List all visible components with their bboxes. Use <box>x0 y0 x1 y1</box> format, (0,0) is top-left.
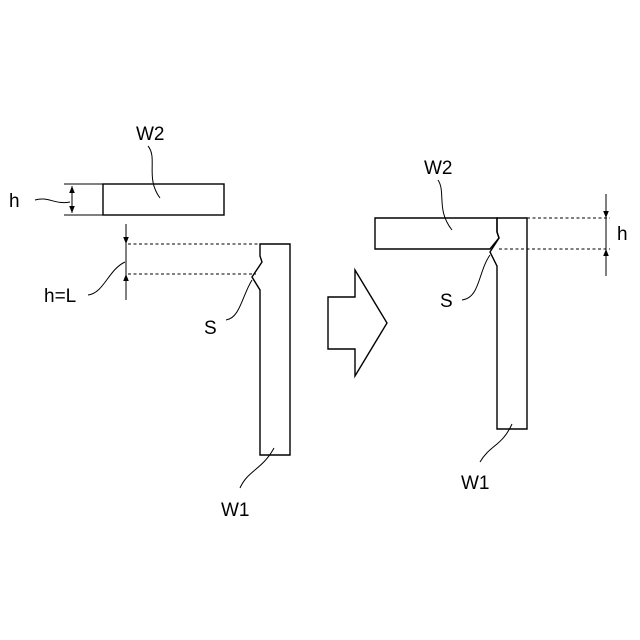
gap-dimension-before <box>126 224 260 300</box>
label-h-after: h <box>617 224 628 245</box>
label-hl-before: h=L <box>44 286 76 307</box>
label-s-before: S <box>204 318 217 339</box>
member-w1-before <box>252 244 290 455</box>
after-assembly: W2 h S W1 <box>375 158 628 494</box>
member-w1-after <box>490 218 527 429</box>
label-h-before: h <box>9 191 20 212</box>
label-w1-after: W1 <box>461 473 490 494</box>
label-w1-before: W1 <box>221 500 250 521</box>
plate-w2-after <box>375 218 499 249</box>
label-s-after: S <box>440 291 453 312</box>
leader-w1-before <box>240 448 274 488</box>
thickness-dimension-before <box>64 184 103 215</box>
before-assembly: W2 h h=L S W1 <box>9 124 290 521</box>
plate-w2-before <box>103 184 224 215</box>
transition-arrow <box>328 270 387 376</box>
leader-w2-after <box>438 180 452 230</box>
label-w2-after: W2 <box>424 158 453 179</box>
leader-hl-before <box>88 262 125 295</box>
leader-s-before <box>226 280 252 320</box>
leader-w2-before <box>148 146 160 198</box>
leader-s-after <box>462 255 490 300</box>
leader-h-before <box>35 199 70 203</box>
label-w2-before: W2 <box>136 124 165 145</box>
